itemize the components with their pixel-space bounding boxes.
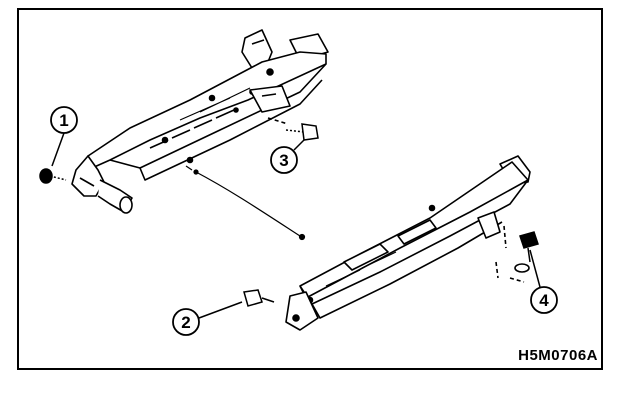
callout-1-number: 1	[59, 111, 68, 130]
callout-2-number: 2	[181, 313, 190, 332]
callout-4: 4	[529, 249, 558, 314]
bolt-3	[285, 123, 319, 141]
callout-2: 2	[172, 301, 243, 336]
figure-frame	[17, 8, 603, 370]
callout-3: 3	[270, 139, 305, 174]
right-seat-track	[285, 155, 531, 331]
figure-code: H5M0706A	[518, 347, 598, 364]
bolt-4	[519, 231, 539, 263]
callout-1: 1	[50, 106, 78, 167]
callout-4-number: 4	[539, 291, 549, 310]
bolt-2	[243, 289, 275, 307]
left-seat-track	[71, 29, 329, 214]
connecting-cable	[185, 165, 306, 241]
bolt-1	[39, 168, 67, 184]
callout-3-number: 3	[279, 151, 288, 170]
